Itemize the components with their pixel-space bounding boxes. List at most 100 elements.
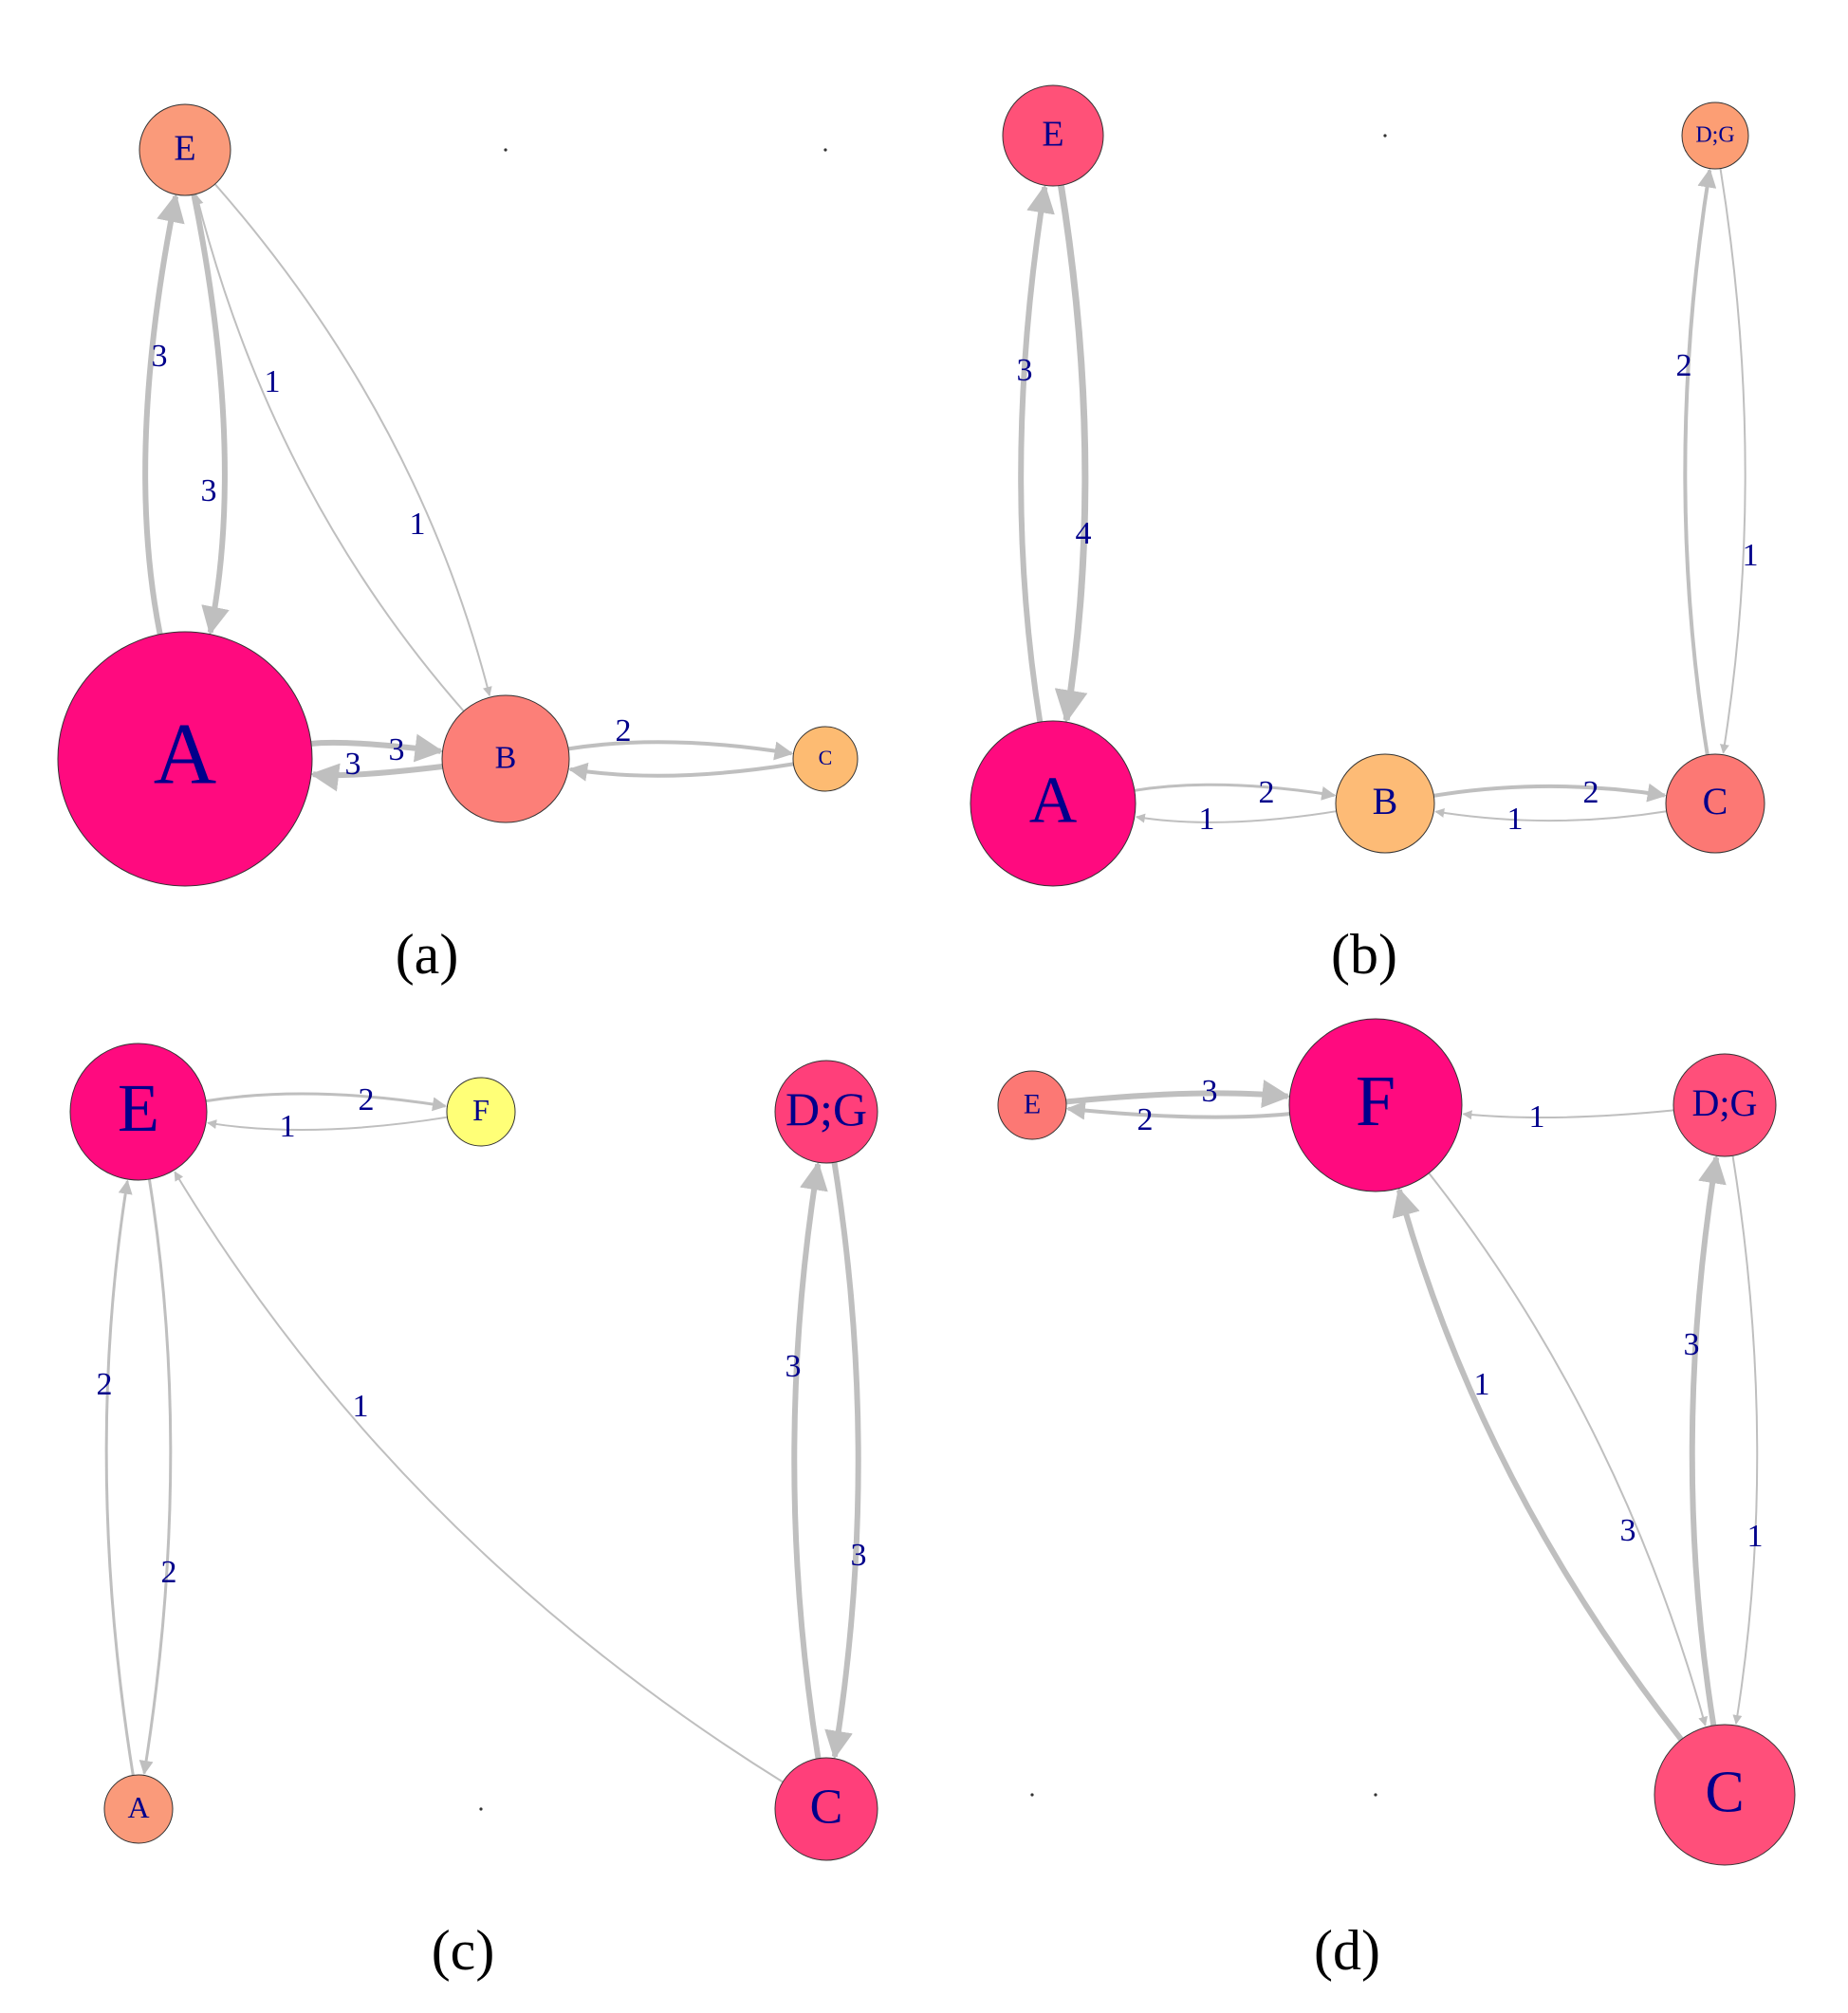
node-label-b-a: A (1029, 765, 1078, 838)
edge-weight-c-C-to-E: 1 (353, 1389, 369, 1424)
edge-weight-b-C-to-DG: 2 (1676, 348, 1692, 383)
panel-caption-a: (a) (396, 923, 459, 986)
edge-weight-c-E-to-F: 2 (359, 1082, 375, 1117)
edge-a-E-to-A (191, 194, 230, 636)
edge-weight-c-E-to-A: 2 (161, 1555, 177, 1590)
edge-weight-c-C-to-DG: 3 (785, 1349, 802, 1384)
node-label-a-c: C (819, 746, 833, 769)
node-c-dg (774, 1060, 878, 1164)
edge-d-F-to-C (1428, 1172, 1709, 1727)
edge-a-A-to-B (310, 733, 444, 763)
edge-c-DG-to-C (824, 1161, 861, 1760)
edge-a-E-to-B (213, 183, 492, 697)
edge-weight-d-DG-to-C: 1 (1747, 1519, 1764, 1554)
edge-weight-c-A-to-E: 2 (97, 1367, 113, 1402)
edge-a-B-to-C (567, 740, 794, 761)
edge-d-E-to-F (1065, 1080, 1291, 1108)
node-b-b (1335, 753, 1435, 854)
edge-weight-d-F-to-E: 2 (1137, 1102, 1154, 1137)
edge-a-B-to-A (310, 763, 443, 792)
panel-caption-d: (d) (1314, 1919, 1380, 1982)
edge-weight-a-E-to-B: 1 (410, 507, 426, 542)
edge-weight-d-DG-to-F: 1 (1529, 1099, 1545, 1135)
node-label-c-dg: D;G (785, 1082, 867, 1136)
edge-weight-b-DG-to-C: 1 (1743, 538, 1759, 573)
node-c-f (446, 1077, 516, 1147)
edge-c-C-to-DG (791, 1161, 828, 1760)
edge-weight-b-B-to-A: 1 (1199, 802, 1215, 837)
edge-weight-a-A-to-B: 3 (389, 732, 405, 767)
node-label-c-e: E (118, 1070, 159, 1146)
edge-weight-b-C-to-B: 1 (1507, 802, 1524, 837)
edge-a-A-to-E (142, 194, 185, 636)
edge-weight-d-E-to-F: 3 (1202, 1074, 1218, 1109)
edge-c-E-to-F (205, 1092, 447, 1112)
edge-b-B-to-A (1135, 810, 1337, 823)
edge-c-F-to-E (207, 1116, 448, 1132)
edge-weight-b-B-to-C: 2 (1583, 775, 1599, 810)
node-b-c (1665, 753, 1765, 854)
node-label-d-f: F (1356, 1062, 1395, 1141)
edge-d-F-to-E (1065, 1100, 1290, 1120)
node-c-e (69, 1043, 208, 1181)
node-d-dg (1672, 1053, 1777, 1157)
edge-d-C-to-DG (1689, 1154, 1727, 1727)
edge-b-B-to-C (1432, 783, 1667, 803)
edge-b-DG-to-C (1719, 168, 1746, 754)
node-label-c-c: C (810, 1781, 843, 1835)
node-label-a-e: E (174, 129, 195, 169)
edge-weight-d-F-to-C: 1 (1474, 1367, 1490, 1402)
edge-c-C-to-E (174, 1171, 784, 1783)
edge-weight-a-B-to-E: 1 (265, 364, 281, 399)
edge-d-C-to-F (1392, 1187, 1684, 1742)
edge-b-A-to-E (1018, 184, 1055, 723)
edge-weight-d-C-to-F: 3 (1620, 1513, 1636, 1548)
edge-weight-a-E-to-A: 3 (201, 473, 217, 508)
isolated-point-d-1 (1030, 1793, 1034, 1797)
node-label-b-dg: D;G (1695, 123, 1734, 148)
edge-b-A-to-B (1134, 783, 1337, 801)
edge-c-A-to-E (104, 1179, 135, 1776)
edge-weight-d-C-to-DG: 3 (1684, 1327, 1700, 1362)
node-label-d-c: C (1705, 1760, 1744, 1824)
node-label-d-e: E (1024, 1088, 1041, 1119)
panel-caption-c: (c) (432, 1919, 495, 1982)
node-c-c (774, 1757, 878, 1861)
edge-b-E-to-A (1054, 184, 1089, 724)
node-label-c-a: A (127, 1790, 149, 1824)
edge-weight-b-A-to-B: 2 (1259, 775, 1275, 810)
edge-d-DG-to-C (1731, 1155, 1759, 1725)
node-a-c (792, 726, 859, 792)
edge-weight-a-A-to-E: 3 (152, 339, 168, 374)
node-label-a-a: A (154, 706, 216, 803)
node-label-b-e: E (1042, 115, 1063, 155)
node-a-e (139, 103, 231, 196)
node-label-c-f: F (472, 1093, 490, 1127)
node-d-c (1654, 1724, 1796, 1866)
node-label-b-b: B (1373, 780, 1398, 822)
node-c-a (103, 1774, 174, 1844)
edge-a-C-to-B (568, 762, 794, 782)
edge-weight-a-B-to-A: 3 (345, 747, 361, 782)
node-d-f (1288, 1018, 1463, 1192)
edge-weight-a-B-to-C: 2 (616, 713, 632, 748)
node-label-b-c: C (1703, 780, 1728, 822)
edge-d-DG-to-F (1462, 1109, 1674, 1120)
node-d-e (997, 1070, 1067, 1140)
edge-b-C-to-DG (1683, 168, 1717, 756)
edge-weight-b-A-to-E: 3 (1017, 353, 1033, 388)
node-label-a-b: B (495, 740, 517, 775)
isolated-point-a-1 (504, 148, 508, 152)
edge-weight-c-F-to-E: 1 (280, 1109, 296, 1144)
edges-layer (104, 168, 1759, 1783)
node-b-e (1002, 84, 1104, 187)
isolated-point-c-1 (479, 1807, 483, 1811)
edge-a-B-to-E (194, 194, 465, 712)
node-b-a (970, 720, 1137, 887)
edge-weight-c-DG-to-C: 3 (851, 1538, 867, 1573)
node-a-a (57, 631, 313, 887)
isolated-point-b-1 (1383, 134, 1387, 138)
